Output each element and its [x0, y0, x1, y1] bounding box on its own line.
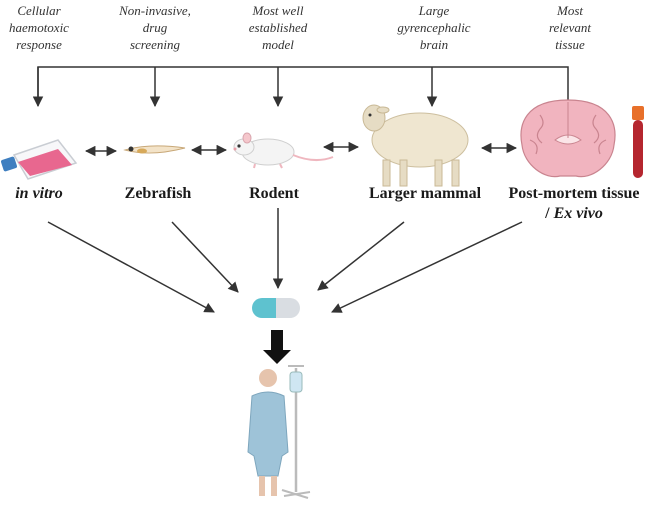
label-in-vitro: in vitro [15, 185, 63, 202]
annotation-relevant: Most relevant tissue [548, 3, 592, 52]
label-zebrafish: Zebrafish [124, 185, 192, 202]
annotation-noninvasive: Non-invasive, drug screening [119, 3, 191, 52]
zebrafish-larva-icon [123, 145, 186, 154]
label-post-mortem-line1: Post-mortem tissue [508, 185, 640, 202]
label-larger-mammal: Larger mammal [368, 185, 482, 202]
label-ex-vivo: Ex vivo [553, 205, 603, 222]
model-links [84, 141, 518, 157]
patient-with-iv-icon [247, 365, 311, 499]
annotation-cellular: Cellular haemotoxic response [9, 3, 69, 52]
sheep-icon [362, 104, 469, 187]
rodent-mouse-icon [233, 132, 334, 169]
drug-capsule-icon [252, 298, 300, 318]
top-connector [32, 66, 569, 108]
converging-arrows [47, 208, 523, 313]
label-post-mortem: Post-mortem tissue / Ex vivo [504, 184, 644, 224]
bold-down-arrow [263, 330, 291, 364]
cell-culture-flask-icon [1, 139, 78, 180]
label-post-mortem-prefix: / [545, 205, 554, 222]
annotation-gyrencephalic: Large gyrencephalic brain [397, 3, 471, 52]
label-rodent: Rodent [249, 185, 299, 202]
blood-tube-icon [632, 106, 644, 178]
annotation-established: Most well established model [248, 3, 308, 52]
brain-coronal-section-icon [520, 99, 616, 178]
